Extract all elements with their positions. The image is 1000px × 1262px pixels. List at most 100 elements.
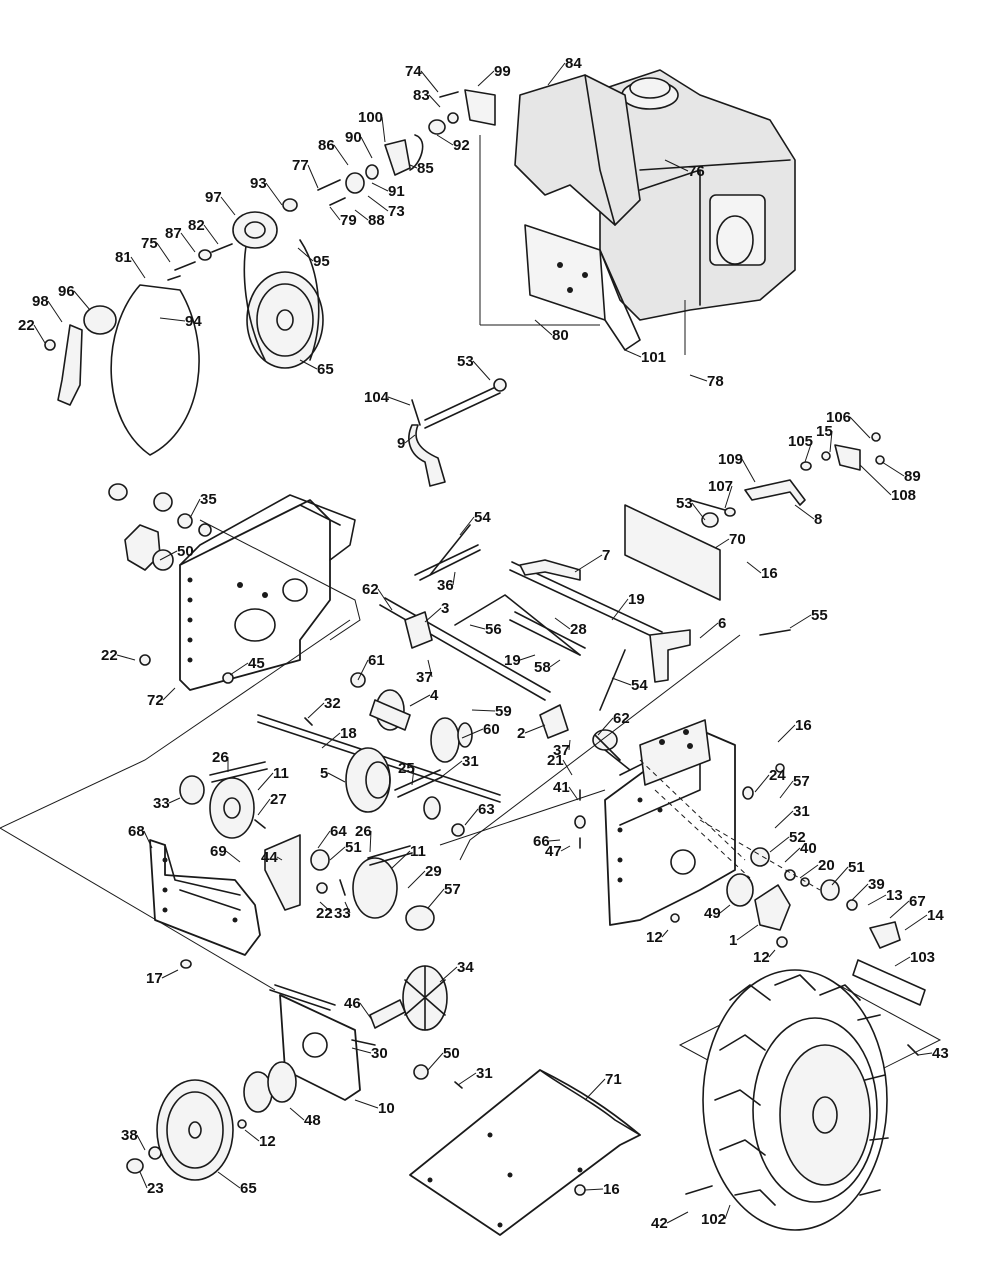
engine-shroud — [514, 74, 641, 226]
callout-28: 28 — [554, 617, 587, 638]
callout-46: 46 — [344, 995, 373, 1021]
callout-leader — [424, 607, 442, 623]
callout-leader — [439, 966, 458, 983]
callout-leader — [411, 767, 415, 786]
callout-37: 37 — [416, 659, 433, 686]
callout-50: 50 — [427, 1045, 460, 1071]
callout-label: 79 — [340, 212, 357, 229]
callout-label: 50 — [177, 543, 194, 560]
callout-label: 96 — [58, 283, 75, 300]
callout-83: 83 — [413, 87, 441, 108]
callout-89: 89 — [881, 461, 921, 485]
callout-1: 1 — [729, 924, 759, 949]
right-control-brackets — [624, 432, 885, 601]
callout-leader — [777, 724, 796, 743]
callout-25: 25 — [398, 760, 415, 786]
callout-leader — [867, 894, 887, 906]
callout-label: 59 — [495, 703, 512, 720]
callout-11: 11 — [257, 765, 289, 791]
callout-leader — [354, 209, 369, 221]
callout-leader — [699, 622, 719, 639]
callout-leader — [427, 1052, 444, 1071]
callout-70: 70 — [714, 531, 746, 549]
callout-leader — [584, 1188, 604, 1191]
callout-label: 99 — [494, 63, 511, 80]
callout-label: 93 — [250, 175, 267, 192]
callout-52: 52 — [769, 829, 806, 853]
callout-22: 22 — [101, 647, 136, 664]
callout-leader — [472, 360, 491, 381]
callout-label: 34 — [457, 959, 474, 976]
callout-label: 21 — [547, 752, 564, 769]
callout-leader — [519, 654, 536, 661]
callout-24: 24 — [754, 767, 786, 793]
callout-leader — [719, 904, 731, 914]
callout-leader — [229, 662, 249, 676]
callout-leader — [774, 810, 794, 829]
bottom-shroud — [409, 1069, 641, 1236]
callout-leader — [327, 772, 346, 783]
callout-label: 62 — [362, 581, 379, 598]
callout-leader — [549, 659, 561, 668]
callout-41: 41 — [553, 779, 579, 801]
callout-leader — [568, 786, 579, 801]
callout-leader — [768, 949, 776, 958]
callout-86: 86 — [318, 137, 349, 166]
callout-label: 5 — [320, 765, 328, 782]
callout-57: 57 — [427, 881, 461, 909]
left-side-plate — [108, 483, 361, 691]
callout-label: 23 — [147, 1180, 164, 1197]
callout-leader — [47, 300, 63, 323]
engine-pulley — [246, 271, 324, 369]
callout-label: 19 — [504, 652, 521, 669]
callout-label: 90 — [345, 129, 362, 146]
callout-68: 68 — [128, 823, 153, 849]
callout-29: 29 — [407, 863, 442, 889]
callout-leader — [289, 1107, 305, 1121]
callout-label: 4 — [430, 687, 439, 704]
callout-65: 65 — [299, 359, 334, 378]
callout-100: 100 — [358, 109, 386, 143]
callout-97: 97 — [205, 189, 236, 216]
callout-leader — [329, 206, 341, 221]
callout-16: 16 — [584, 1181, 620, 1198]
callout-label: 32 — [324, 695, 341, 712]
callout-37: 37 — [553, 739, 571, 759]
callout-leader — [724, 1204, 731, 1220]
callout-label: 33 — [153, 795, 170, 812]
callout-label: 71 — [605, 1071, 622, 1088]
callout-label: 49 — [704, 905, 721, 922]
callout-59: 59 — [471, 703, 512, 720]
belt-lower — [110, 284, 200, 456]
callout-53: 53 — [457, 353, 491, 381]
callout-leader — [265, 182, 283, 206]
callout-leader — [407, 870, 426, 889]
callout-leader — [409, 694, 431, 707]
callout-leader — [469, 624, 486, 630]
callout-label: 77 — [292, 157, 309, 174]
callout-label: 9 — [397, 435, 405, 452]
callout-leader — [859, 464, 892, 496]
callout-54: 54 — [459, 509, 491, 536]
callout-95: 95 — [297, 247, 330, 270]
callout-leader — [714, 538, 730, 549]
callout-label: 53 — [457, 353, 474, 370]
callout-leader — [391, 850, 411, 869]
engine-mount-plate — [524, 224, 606, 321]
callout-leader — [746, 561, 762, 574]
callout-label: 97 — [205, 189, 222, 206]
drive-shaft-assembly — [179, 672, 501, 931]
callout-leader — [917, 1052, 933, 1056]
callout-leader — [524, 724, 546, 734]
callout-85: 85 — [409, 160, 434, 177]
callout-label: 50 — [443, 1045, 460, 1062]
callout-49: 49 — [704, 904, 731, 922]
center-shafts — [379, 524, 791, 771]
callout-leader — [344, 901, 351, 914]
callout-leader — [784, 847, 801, 863]
callout-leader — [611, 598, 629, 621]
callout-32: 32 — [307, 695, 341, 719]
callout-47: 47 — [545, 843, 571, 860]
callout-leader — [794, 504, 815, 520]
callout-label: 1 — [729, 932, 737, 949]
